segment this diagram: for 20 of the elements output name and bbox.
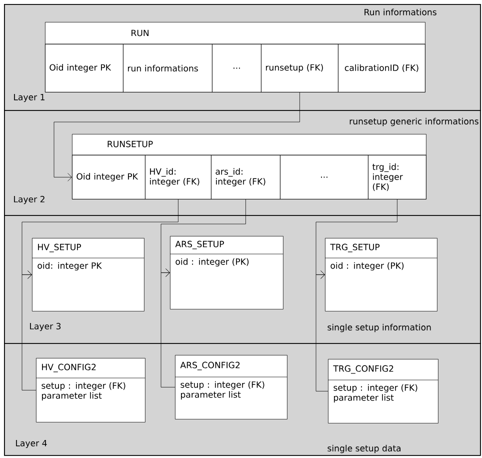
connector: [22, 270, 36, 390]
table-cell: runsetup (FK): [261, 44, 338, 92]
entity-box: TRG_SETUP oid : integer (PK): [324, 238, 438, 312]
connector: [316, 270, 328, 392]
connector: [160, 268, 176, 388]
table-cell: trg_id: integer (FK): [368, 155, 426, 200]
entity-box: TRG_CONFIG2 setup : integer (FK) parameter list: [328, 359, 438, 424]
entity-box: ARS_CONFIG2 setup : integer (FK) parameter list: [174, 355, 288, 420]
table-cell: run informations: [123, 44, 212, 92]
table-cell: calibrationID (FK): [338, 44, 426, 92]
entity-box: HV_SETUP oid: integer PK: [32, 238, 144, 312]
table-cell: ...: [280, 155, 368, 200]
entity-box: ARS_SETUP oid : integer (PK): [170, 236, 284, 310]
table-cell: HV_id: integer (FK): [145, 155, 212, 200]
table-cell: Oid integer PK: [45, 44, 124, 92]
table-cell: ars_id: integer (FK): [211, 155, 280, 200]
table-cell: Oid integer PK: [72, 155, 146, 200]
table-cell: ...: [212, 44, 262, 92]
connector: [54, 92, 300, 182]
entity-box: HV_CONFIG2 setup : integer (FK) parameter list: [36, 358, 146, 422]
